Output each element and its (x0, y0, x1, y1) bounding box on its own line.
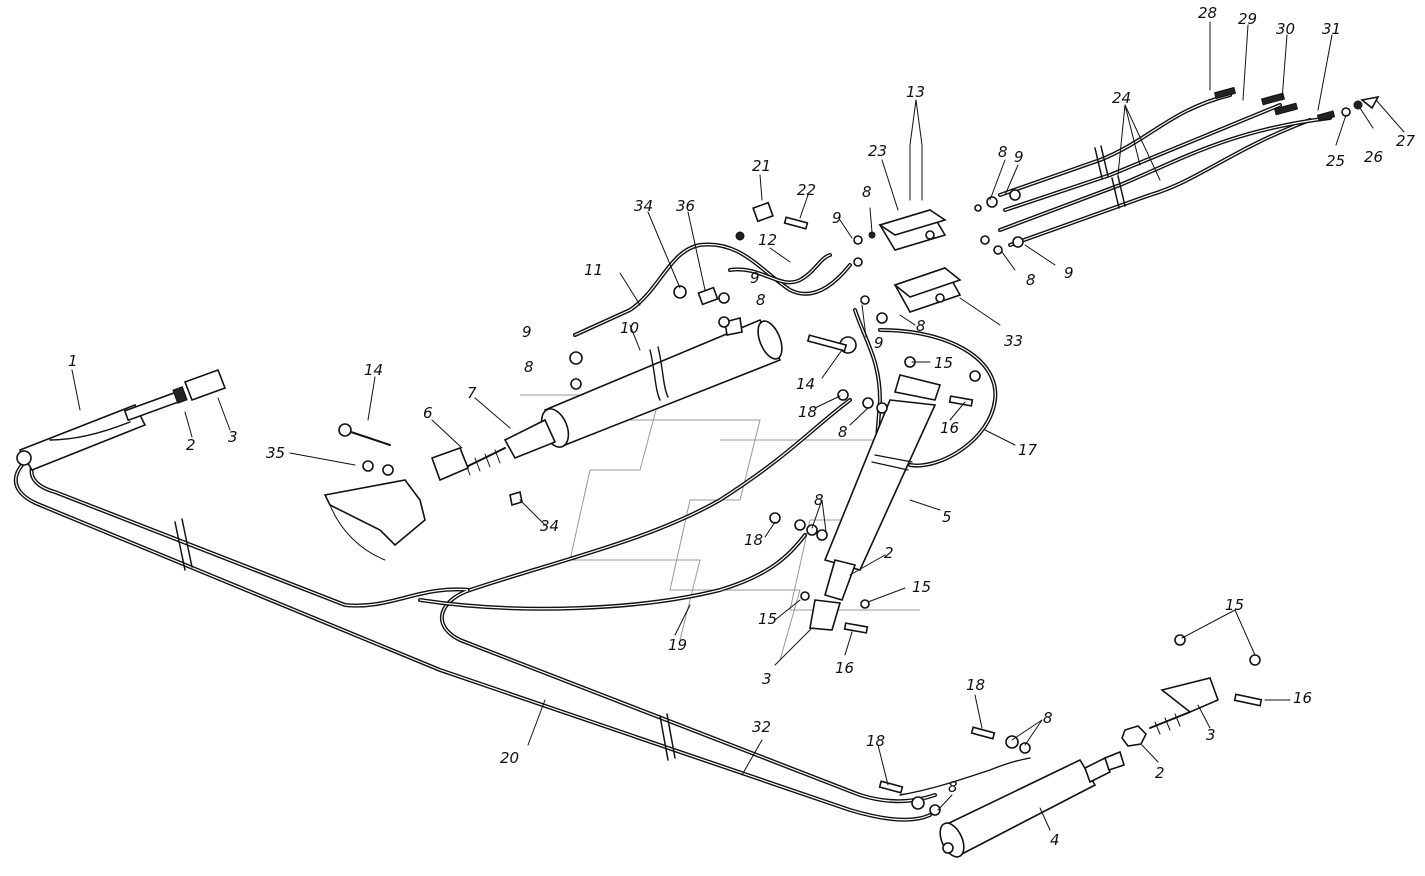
callout-29: 29 (1238, 10, 1257, 28)
callout-8: 8 (756, 291, 766, 309)
fittings (569, 189, 1261, 666)
callout-9: 9 (522, 323, 532, 341)
hose-32 (29, 453, 937, 804)
hose-19 (418, 398, 852, 611)
callout-34: 34 (540, 517, 559, 535)
valve-block-33 (893, 267, 962, 313)
mounting-bracket (323, 423, 523, 561)
callout-16: 16 (1293, 689, 1312, 707)
callout-21: 21 (752, 157, 771, 175)
callout-4: 4 (1050, 831, 1060, 849)
callout-28: 28 (1198, 4, 1217, 22)
callout-19: 19 (668, 636, 687, 654)
callout-20: 20 (500, 749, 519, 767)
callout-8: 8 (838, 423, 848, 441)
callout-2: 2 (884, 544, 894, 562)
callout-33: 33 (1004, 332, 1023, 350)
callout-8: 8 (1026, 271, 1036, 289)
callout-7: 7 (467, 384, 477, 402)
callout-8: 8 (948, 778, 958, 796)
callout-labels: 1 2 3 4 5 6 7 8 8 8 8 8 8 8 8 8 8 9 9 9 … (68, 4, 1416, 849)
callout-14: 14 (796, 375, 815, 393)
hose-12 (728, 253, 832, 285)
callout-15: 15 (758, 610, 777, 628)
callout-18: 18 (744, 531, 763, 549)
callout-3: 3 (762, 670, 772, 688)
callout-18: 18 (966, 676, 985, 694)
callout-34: 34 (634, 197, 653, 215)
callout-8: 8 (862, 183, 872, 201)
hose-20 (13, 463, 932, 822)
callout-13: 13 (906, 83, 925, 101)
callout-32: 32 (752, 718, 771, 736)
callout-16: 16 (835, 659, 854, 677)
callout-18: 18 (798, 403, 817, 421)
hoses-24 (998, 86, 1380, 247)
callout-8: 8 (524, 358, 534, 376)
callout-9: 9 (874, 334, 884, 352)
callout-15: 15 (912, 578, 931, 596)
valve-block-23 (878, 144, 947, 251)
callout-8: 8 (1043, 709, 1053, 727)
hose-11 (573, 242, 852, 337)
callout-18: 18 (866, 732, 885, 750)
callout-9: 9 (750, 269, 760, 287)
callout-8: 8 (814, 491, 824, 509)
callout-5: 5 (942, 508, 952, 526)
callout-10: 10 (620, 319, 639, 337)
callout-2: 2 (1155, 764, 1165, 782)
cylinder-10 (430, 316, 783, 482)
callout-12: 12 (758, 231, 777, 249)
callout-16: 16 (940, 419, 959, 437)
callout-6: 6 (423, 404, 433, 422)
callout-24: 24 (1112, 89, 1131, 107)
callout-31: 31 (1322, 20, 1341, 38)
callout-27: 27 (1396, 132, 1416, 150)
callout-15: 15 (1225, 596, 1244, 614)
callout-9: 9 (1014, 148, 1024, 166)
callout-23: 23 (868, 142, 887, 160)
cylinder-4 (878, 677, 1263, 858)
callout-2: 2 (186, 436, 196, 454)
callout-22: 22 (797, 181, 816, 199)
callout-26: 26 (1364, 148, 1383, 166)
callout-17: 17 (1018, 441, 1038, 459)
callout-11: 11 (584, 261, 603, 279)
hose-break-marks (174, 518, 676, 761)
cylinder-5 (809, 374, 974, 634)
callout-30: 30 (1276, 20, 1295, 38)
callout-36: 36 (676, 197, 695, 215)
callout-8: 8 (998, 143, 1008, 161)
callout-35: 35 (266, 444, 285, 462)
callout-9: 9 (832, 209, 842, 227)
callout-9: 9 (1064, 264, 1074, 282)
callout-15: 15 (934, 354, 953, 372)
leader-lines (71, 21, 1405, 831)
callout-3: 3 (228, 428, 238, 446)
cylinder-1 (16, 368, 227, 471)
callout-8: 8 (916, 317, 926, 335)
callout-1: 1 (68, 352, 78, 370)
callout-25: 25 (1326, 152, 1345, 170)
callout-3: 3 (1206, 726, 1216, 744)
callout-14: 14 (364, 361, 383, 379)
